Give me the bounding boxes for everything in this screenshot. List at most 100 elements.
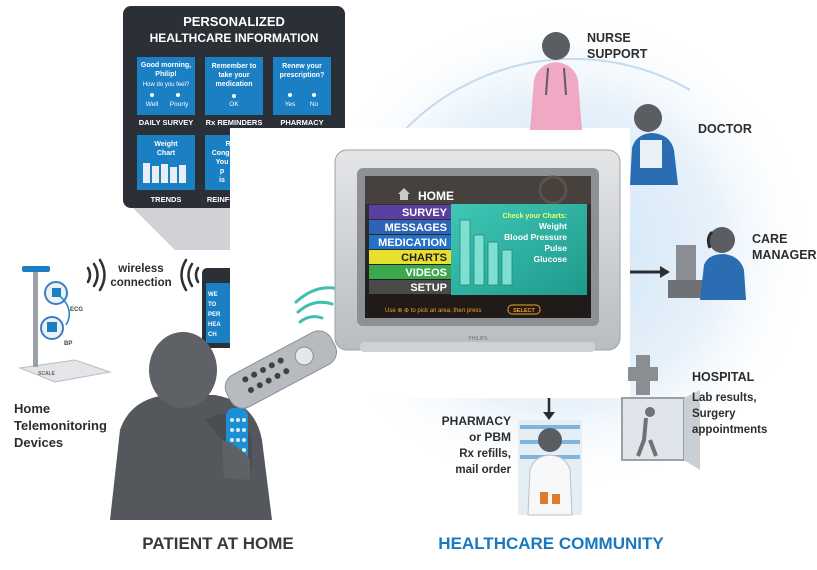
hospital-label-line1: HOSPITAL: [692, 370, 755, 384]
daily-survey-tile[interactable]: [137, 57, 195, 115]
menu-item-charts[interactable]: [369, 250, 451, 264]
tile-text: Good morning,: [141, 62, 191, 69]
tv-menu: HOME SURVEY MESSAGES MEDICATION CHARTS V…: [365, 188, 591, 318]
hospital-label-line4: appointments: [692, 424, 767, 436]
menu-label: CHARTS: [401, 252, 447, 264]
care-manager-figure: [668, 227, 746, 300]
tile-text: medication: [216, 81, 253, 88]
phone-text: CH: [208, 332, 217, 338]
hospital-label-line2: Lab results,: [692, 392, 757, 404]
phone-text: WE: [208, 292, 218, 298]
hospital-label-line3: Surgery: [692, 408, 736, 420]
phone-text: HEA: [208, 322, 221, 328]
wireless-label-line1: wireless: [117, 263, 163, 275]
pharmacy-label-line3: Rx refills,: [459, 448, 511, 460]
chart-option[interactable]: Blood Pressure: [504, 232, 567, 242]
devices-label-line2: Telemonitoring: [14, 418, 107, 433]
panel-title-line2: HEALTHCARE INFORMATION: [150, 31, 319, 45]
pharmacy-figure: [518, 398, 582, 516]
tv-select-button[interactable]: SELECT: [513, 308, 535, 314]
tile-option[interactable]: Yes: [285, 101, 296, 108]
tile-text: R: [225, 141, 230, 148]
hospital-figure: [621, 355, 700, 470]
patient-phone: WE TO PER HEA CH: [202, 268, 236, 348]
pharmacy-tile[interactable]: [273, 57, 331, 115]
weight-chart-bars: [143, 163, 186, 183]
nurse-label-line1: NURSE: [587, 31, 631, 45]
tv-brand: PHILIPS: [468, 336, 488, 342]
tile-caption: TRENDS: [151, 195, 182, 204]
menu-label: VIDEOS: [405, 267, 447, 279]
menu-item-medication[interactable]: [369, 235, 451, 249]
menu-label: SURVEY: [402, 207, 448, 219]
tile-text: is: [219, 177, 225, 184]
phone-text: PER: [208, 312, 221, 318]
tile-option[interactable]: Poorly: [170, 101, 189, 108]
tile-text: Chart: [157, 150, 176, 157]
nurse-figure: [530, 32, 582, 130]
wireless-left-icon: [86, 258, 106, 292]
menu-label: MEDICATION: [378, 237, 447, 249]
tile-text: You: [216, 159, 229, 166]
tile-caption: DAILY SURVEY: [139, 118, 193, 127]
tile-text: take your: [218, 72, 249, 79]
pharmacy-label-line4: mail order: [455, 464, 511, 476]
rx-reminder-tile[interactable]: [205, 57, 263, 115]
wireless-right-icon: [180, 258, 200, 292]
tile-text: prescription?: [280, 72, 325, 79]
tile-caption: Rx REMINDERS: [206, 118, 263, 127]
menu-home[interactable]: HOME: [418, 189, 454, 203]
healthcare-community-caption: HEALTHCARE COMMUNITY: [438, 534, 664, 553]
device-stand: [33, 272, 38, 367]
tile-caption: REINFO: [207, 195, 236, 204]
phone-text: TO: [208, 302, 217, 308]
chart-option[interactable]: Weight: [539, 221, 567, 231]
tile-text: Renew your: [282, 63, 322, 70]
tile-option[interactable]: Well: [146, 101, 159, 108]
menu-item-videos[interactable]: [369, 265, 451, 279]
doctor-label: DOCTOR: [698, 122, 752, 136]
tile-text: Remember to: [212, 63, 257, 70]
arrow-to-care-manager: [630, 266, 670, 278]
tile-option[interactable]: No: [310, 101, 319, 108]
tile-text: Congr: [212, 150, 233, 157]
charts-3d-bars-icon: [459, 219, 513, 286]
menu-item-messages[interactable]: [369, 220, 451, 234]
tile-caption: PHARMACY: [280, 118, 323, 127]
menu-item-setup[interactable]: [369, 280, 451, 294]
stethoscope-icon: [545, 67, 567, 96]
doctor-figure: [630, 104, 678, 185]
menu-label: MESSAGES: [385, 222, 447, 234]
nurse-label-line2: SUPPORT: [587, 47, 648, 61]
tv-remote-icon[interactable]: [220, 326, 341, 413]
wireless-label-line2: connection: [110, 277, 171, 289]
tile-text: p: [220, 168, 224, 175]
pharmacy-label-line2: or PBM: [469, 430, 511, 444]
devices-label-line1: Home: [14, 401, 50, 416]
home-icon: [398, 188, 410, 200]
panel-title-line1: PERSONALIZED: [183, 14, 285, 29]
devices-label-line3: Devices: [14, 435, 63, 450]
pharmacy-label-line1: PHARMACY: [442, 414, 511, 428]
chart-option[interactable]: Pulse: [544, 243, 567, 253]
tile-option[interactable]: OK: [229, 101, 239, 108]
tile-text: How do you feel?: [143, 82, 190, 88]
menu-item-survey[interactable]: [369, 205, 451, 219]
phone-icon: [706, 230, 714, 249]
telemonitoring-devices: ECG BP SCALE wireless connection Home Te…: [14, 258, 200, 450]
menu-label: SETUP: [410, 282, 447, 294]
chart-option[interactable]: Glucose: [533, 254, 567, 264]
charts-heading: Check your Charts:: [502, 213, 567, 220]
patient-at-home-caption: PATIENT AT HOME: [142, 534, 293, 553]
scale-label: SCALE: [38, 371, 56, 377]
ecg-label: ECG: [70, 307, 83, 313]
tv-footer-instructions: Use ⊕ ⊕ to pick an area, then press: [385, 308, 481, 314]
tile-text: Philip!: [155, 71, 176, 78]
tile-text: Weight: [154, 141, 178, 148]
care-manager-label-line2: MANAGER: [752, 248, 817, 262]
patient-figure: [110, 332, 272, 520]
care-manager-label-line1: CARE: [752, 232, 787, 246]
patient-head: [149, 332, 217, 408]
